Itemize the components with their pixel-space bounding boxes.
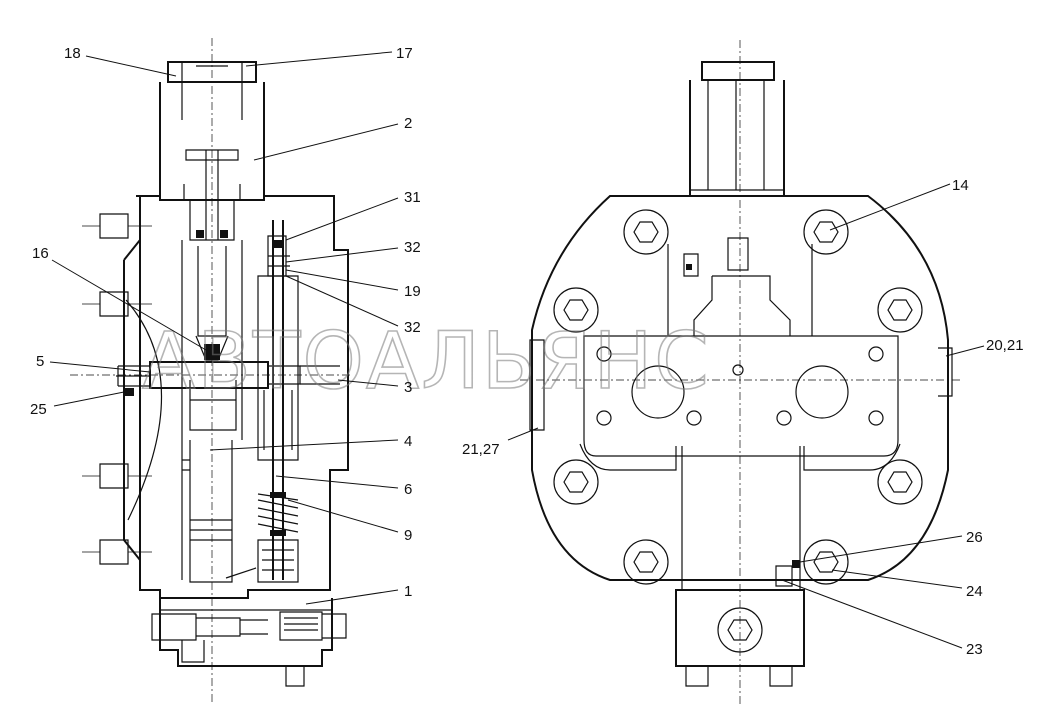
callout-20-21: 20,21: [986, 337, 1024, 354]
external-view: [520, 40, 960, 705]
leader-lines: [49, 51, 985, 649]
watermark-text: АВТОАЛЬЯНС: [142, 317, 711, 407]
callout-4: 4: [404, 433, 412, 450]
callout-32-lower: 32: [404, 319, 421, 336]
callout-23: 23: [966, 641, 983, 658]
callout-24: 24: [966, 583, 983, 600]
callout-3: 3: [404, 379, 412, 396]
flange-bolts: [553, 209, 923, 585]
section-view: [70, 38, 350, 705]
callout-1: 1: [404, 583, 412, 600]
callout-17: 17: [396, 45, 413, 62]
callout-21-27: 21,27: [462, 441, 500, 458]
callout-26: 26: [966, 529, 983, 546]
callout-16: 16: [32, 245, 49, 262]
callout-labels: 18 17 2 31 32 19 16 32 5 3 25 4 6 9 1 14…: [30, 45, 1024, 658]
callout-19: 19: [404, 283, 421, 300]
callout-2: 2: [404, 115, 412, 132]
callout-31: 31: [404, 189, 421, 206]
callout-32-upper: 32: [404, 239, 421, 256]
callout-6: 6: [404, 481, 412, 498]
callout-14: 14: [952, 177, 969, 194]
callout-9: 9: [404, 527, 412, 544]
callout-18: 18: [64, 45, 81, 62]
callout-5: 5: [36, 353, 44, 370]
callout-25: 25: [30, 401, 47, 418]
